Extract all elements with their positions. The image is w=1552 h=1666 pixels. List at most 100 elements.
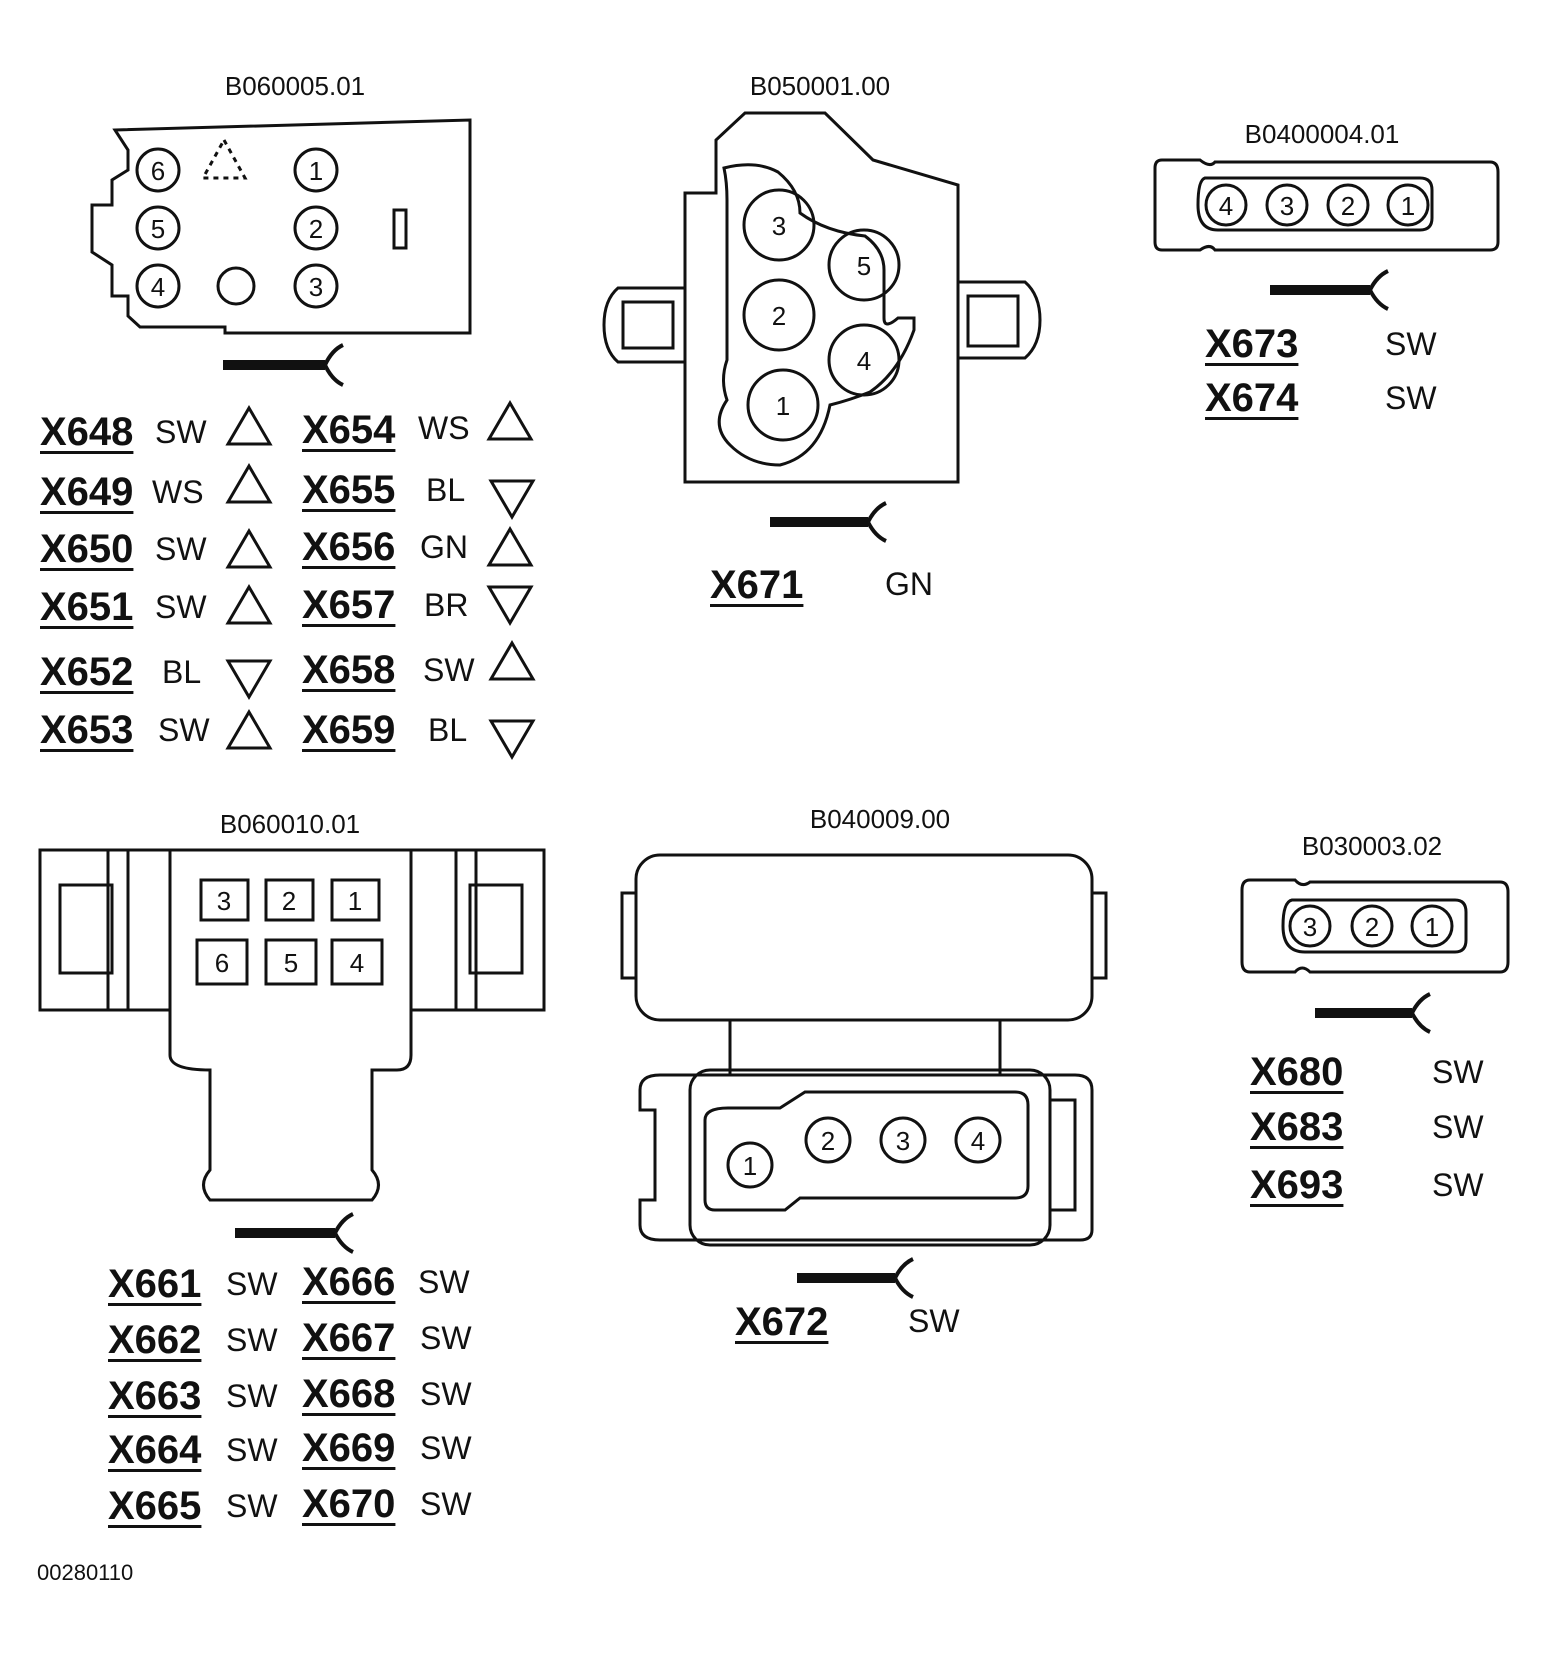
triangle-down-icon: [488, 719, 536, 760]
wire-color: GN: [420, 529, 468, 565]
triangle-up-icon: [225, 709, 273, 750]
wire-color: SW: [420, 1486, 472, 1522]
triangle-up-icon: [225, 528, 273, 569]
pin-2: [742, 278, 816, 352]
connector-b0400004-housing: [1153, 158, 1500, 252]
line-code: X674: [1205, 376, 1299, 420]
wire-color: SW: [423, 652, 475, 688]
wire-color: SW: [1432, 1054, 1484, 1090]
pin-1: [1410, 904, 1454, 948]
line-code: X683: [1250, 1105, 1344, 1149]
line-code: X661: [108, 1262, 202, 1306]
connector-b040009-housing: [620, 853, 1108, 1247]
empty-cavity: [216, 266, 256, 306]
pin-6: [195, 938, 249, 986]
line-code: X668: [302, 1372, 396, 1416]
pin-label-c3-2: 2: [1341, 191, 1355, 221]
pin-label-c5-2: 2: [821, 1126, 835, 1156]
line-code: X655: [302, 468, 396, 512]
wire-color: GN: [885, 566, 933, 602]
triangle-up-icon: [225, 463, 273, 504]
left-latch: [602, 286, 685, 364]
wire-color: WS: [152, 474, 204, 510]
pin-label-c1-4: 4: [151, 272, 165, 302]
pin-label-c2-4: 4: [857, 346, 871, 376]
connector-code-c5: B040009.00: [810, 804, 950, 834]
line-code: X652: [40, 650, 134, 694]
line-code: X657: [302, 583, 396, 627]
connector-code-c2: B050001.00: [750, 71, 890, 101]
pin-4: [954, 1116, 1002, 1164]
pin-label-c1-1: 1: [309, 156, 323, 186]
pin-label-c6-2: 2: [1365, 912, 1379, 942]
line-code: X649: [40, 470, 134, 514]
triangle-up-icon: [488, 640, 536, 681]
wire-color: SW: [420, 1376, 472, 1412]
pin-5: [135, 205, 181, 251]
line-code: X659: [302, 708, 396, 752]
pin-4: [330, 938, 384, 986]
wire-color: SW: [158, 712, 210, 748]
line-code: X648: [40, 410, 134, 454]
latch-slot: [392, 208, 408, 250]
line-code: X653: [40, 708, 134, 752]
connector-code-c4: B060010.01: [220, 809, 360, 839]
wire-color: SW: [1385, 326, 1437, 362]
pin-2: [1326, 183, 1370, 227]
pin-label-c4-4: 4: [350, 948, 364, 978]
wire-color: SW: [226, 1266, 278, 1302]
pin-label-c5-3: 3: [896, 1126, 910, 1156]
pin-4: [135, 263, 181, 309]
pin-label-c2-2: 2: [772, 301, 786, 331]
wire-color: SW: [226, 1488, 278, 1524]
pin-label-c3-3: 3: [1280, 191, 1294, 221]
connector-code-c6: B030003.02: [1302, 831, 1442, 861]
triangle-up-icon: [225, 405, 273, 446]
wire-color: BL: [426, 472, 466, 508]
wire-lead-c3: [1270, 269, 1389, 311]
line-code: X669: [302, 1426, 396, 1470]
pin-label-c1-6: 6: [151, 156, 165, 186]
pin-3: [1265, 183, 1309, 227]
line-code: X665: [108, 1484, 202, 1528]
connector-code-c1: B060005.01: [225, 71, 365, 101]
wire-lead-c6: [1315, 992, 1431, 1034]
line-code: X656: [302, 525, 396, 569]
wire-color: SW: [155, 589, 207, 625]
line-code: X670: [302, 1482, 396, 1526]
pin-label-c2-1: 1: [776, 391, 790, 421]
pin-2: [264, 878, 315, 922]
coding-triangle: [200, 136, 248, 180]
wire-color: BL: [162, 654, 202, 690]
pin-3: [293, 263, 339, 309]
pin-3: [199, 878, 250, 922]
pin-1: [726, 1141, 774, 1189]
pin-label-c4-3: 3: [217, 886, 231, 916]
wire-color: SW: [226, 1322, 278, 1358]
triangle-down-icon: [225, 659, 273, 700]
pin-label-c4-1: 1: [348, 886, 362, 916]
connector-code-c3: B0400004.01: [1245, 119, 1400, 149]
pin-2: [293, 205, 339, 251]
line-code: X671: [710, 563, 804, 607]
pin-label-c4-5: 5: [284, 948, 298, 978]
pin-3: [1288, 904, 1332, 948]
figure-id: 00280110: [37, 1560, 134, 1585]
line-code: X672: [735, 1300, 829, 1344]
wire-color: SW: [226, 1378, 278, 1414]
triangle-down-icon: [486, 585, 534, 626]
connector-b060010-housing: [38, 848, 546, 1202]
pin-4: [827, 323, 901, 397]
pin-label-c5-1: 1: [743, 1151, 757, 1181]
wire-color: BR: [424, 587, 469, 623]
triangle-up-icon: [486, 526, 534, 567]
triangle-up-icon: [225, 584, 273, 625]
wire-color: SW: [420, 1320, 472, 1356]
line-code: X680: [1250, 1050, 1344, 1094]
pin-label-c2-3: 3: [772, 211, 786, 241]
triangle-down-icon: [488, 479, 536, 520]
line-code: X667: [302, 1316, 396, 1360]
line-code: X658: [302, 648, 396, 692]
line-code: X654: [302, 408, 396, 452]
line-code: X663: [108, 1374, 202, 1418]
